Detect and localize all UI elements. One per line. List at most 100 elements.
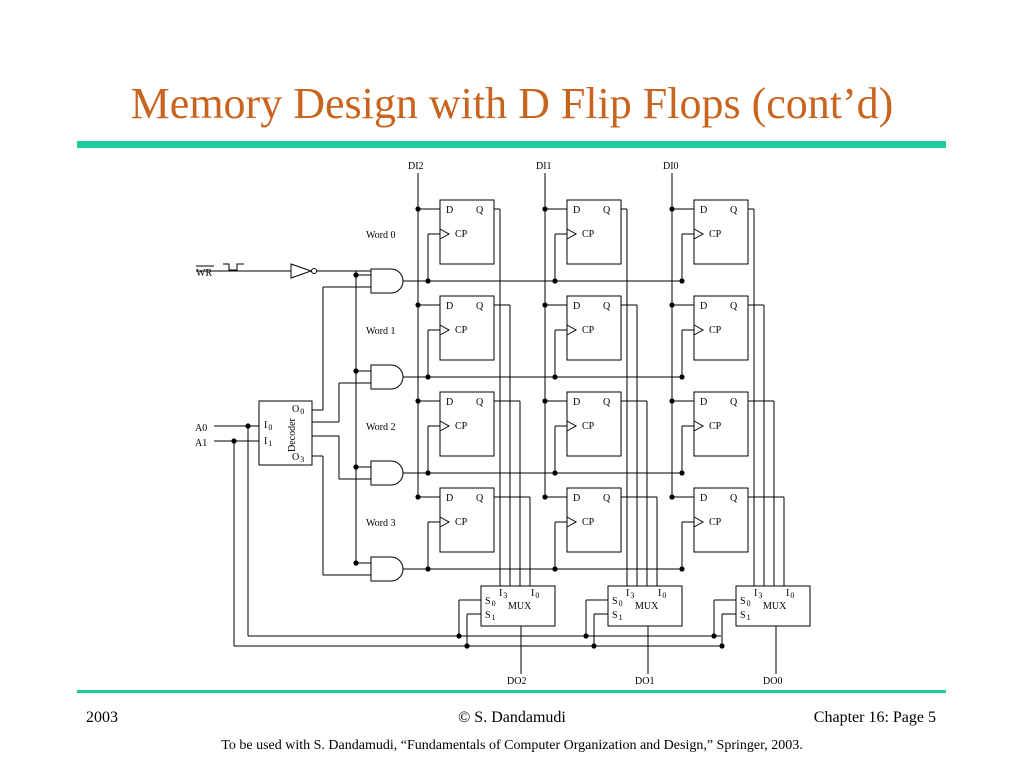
ff-cp-label: CP xyxy=(709,421,722,432)
junction-dot xyxy=(245,423,251,429)
ff-q-label: Q xyxy=(730,397,738,408)
d-flip-flop xyxy=(566,391,622,457)
d-flip-flop xyxy=(693,391,749,457)
footer-divider xyxy=(77,690,946,693)
svg-text:S1: S1 xyxy=(485,610,496,622)
data-output-label-do0: DO0 xyxy=(763,676,782,687)
data-output-label-do2: DO2 xyxy=(507,676,526,687)
mux-s0-subscript: 0 xyxy=(619,599,623,608)
and-gate-icon xyxy=(370,364,404,390)
svg-text:O0: O0 xyxy=(292,404,304,416)
mux-i3-subscript: 3 xyxy=(630,591,634,600)
svg-text:I3: I3 xyxy=(499,588,507,600)
junction-dot xyxy=(552,470,558,476)
footer-page-number: Chapter 16: Page 5 xyxy=(813,709,936,726)
mux-i3-subscript: 3 xyxy=(503,591,507,600)
ff-q-label: Q xyxy=(730,493,738,504)
junction-dot xyxy=(231,438,237,444)
title-divider xyxy=(77,141,946,148)
junction-dot xyxy=(353,368,359,374)
junction-dot xyxy=(425,566,431,572)
decoder-label: Decoder xyxy=(287,417,298,452)
multiplexer-block xyxy=(735,585,811,627)
mux-i3-subscript: 3 xyxy=(758,591,762,600)
mux-i0-label: I xyxy=(531,588,534,599)
data-input-label-di2: DI2 xyxy=(408,161,424,172)
mux-s0-label: S xyxy=(612,596,618,607)
mux-i3-label: I xyxy=(754,588,757,599)
svg-text:I0: I0 xyxy=(531,588,539,600)
clock-triangle-icon xyxy=(693,228,705,240)
junction-dot xyxy=(353,560,359,566)
junction-dot xyxy=(415,302,421,308)
ff-q-label: Q xyxy=(603,301,611,312)
ff-d-label: D xyxy=(573,397,580,408)
and-gates xyxy=(370,268,404,582)
ff-q-label: Q xyxy=(730,301,738,312)
ff-q-label: Q xyxy=(476,205,484,216)
svg-text:I3: I3 xyxy=(626,588,634,600)
d-flip-flop xyxy=(439,295,495,361)
ff-cp-label: CP xyxy=(709,325,722,336)
mux-label: MUX xyxy=(508,601,532,612)
mux-s0-subscript: 0 xyxy=(492,599,496,608)
ff-d-label: D xyxy=(573,493,580,504)
mux-s1-subscript: 1 xyxy=(492,613,496,622)
junction-dot xyxy=(591,643,597,649)
and-gate-icon xyxy=(370,460,404,486)
clock-triangle-icon xyxy=(566,516,578,528)
ff-cp-label: CP xyxy=(709,517,722,528)
clock-triangle-icon xyxy=(693,420,705,432)
ff-cp-label: CP xyxy=(709,229,722,240)
clock-triangle-icon xyxy=(439,420,451,432)
ff-cp-label: CP xyxy=(455,325,468,336)
ff-d-label: D xyxy=(446,205,453,216)
mux-s0-label: S xyxy=(485,596,491,607)
ff-d-label: D xyxy=(446,301,453,312)
mux-i3-label: I xyxy=(499,588,502,599)
clock-triangle-icon xyxy=(693,324,705,336)
decoder-i1-subscript: 1 xyxy=(268,439,272,448)
ff-cp-label: CP xyxy=(582,517,595,528)
decoder-o3-label: O xyxy=(292,452,299,463)
svg-text:S1: S1 xyxy=(740,610,751,622)
svg-text:I1: I1 xyxy=(264,436,272,448)
mux-label: MUX xyxy=(763,601,787,612)
ff-q-label: Q xyxy=(476,493,484,504)
decoder-o0-subscript: 0 xyxy=(300,407,304,416)
ff-d-label: D xyxy=(700,205,707,216)
mux-i0-label: I xyxy=(658,588,661,599)
ff-d-label: D xyxy=(700,493,707,504)
junction-dot xyxy=(583,633,589,639)
mux-s1-subscript: 1 xyxy=(619,613,623,622)
ff-cp-label: CP xyxy=(455,229,468,240)
junction-dot xyxy=(425,470,431,476)
decoder-i1-label: I xyxy=(264,436,267,447)
svg-text:S0: S0 xyxy=(485,596,496,608)
mux-s1-label: S xyxy=(612,610,618,621)
ff-cp-label: CP xyxy=(582,229,595,240)
junction-dot xyxy=(679,374,685,380)
clock-triangle-icon xyxy=(439,228,451,240)
ff-d-label: D xyxy=(446,397,453,408)
ff-cp-label: CP xyxy=(455,421,468,432)
mux-label: MUX xyxy=(635,601,659,612)
mux-i3-label: I xyxy=(626,588,629,599)
footer-citation: To be used with S. Dandamudi, “Fundament… xyxy=(221,738,803,753)
junction-dot xyxy=(669,494,675,500)
and-gate-icon xyxy=(370,556,404,582)
decoder-i0-subscript: 0 xyxy=(268,423,272,432)
junction-dot xyxy=(669,398,675,404)
junction-dot xyxy=(464,643,470,649)
ff-q-label: Q xyxy=(730,205,738,216)
svg-text:I0: I0 xyxy=(658,588,666,600)
address-label-a0: A0 xyxy=(195,423,207,434)
junction-dot xyxy=(719,643,725,649)
footer-year: 2003 xyxy=(86,709,118,726)
svg-text:O3: O3 xyxy=(292,452,304,464)
junction-dot xyxy=(679,566,685,572)
data-input-label-di1: DI1 xyxy=(536,161,552,172)
junction-dot xyxy=(669,206,675,212)
junction-dot xyxy=(552,374,558,380)
